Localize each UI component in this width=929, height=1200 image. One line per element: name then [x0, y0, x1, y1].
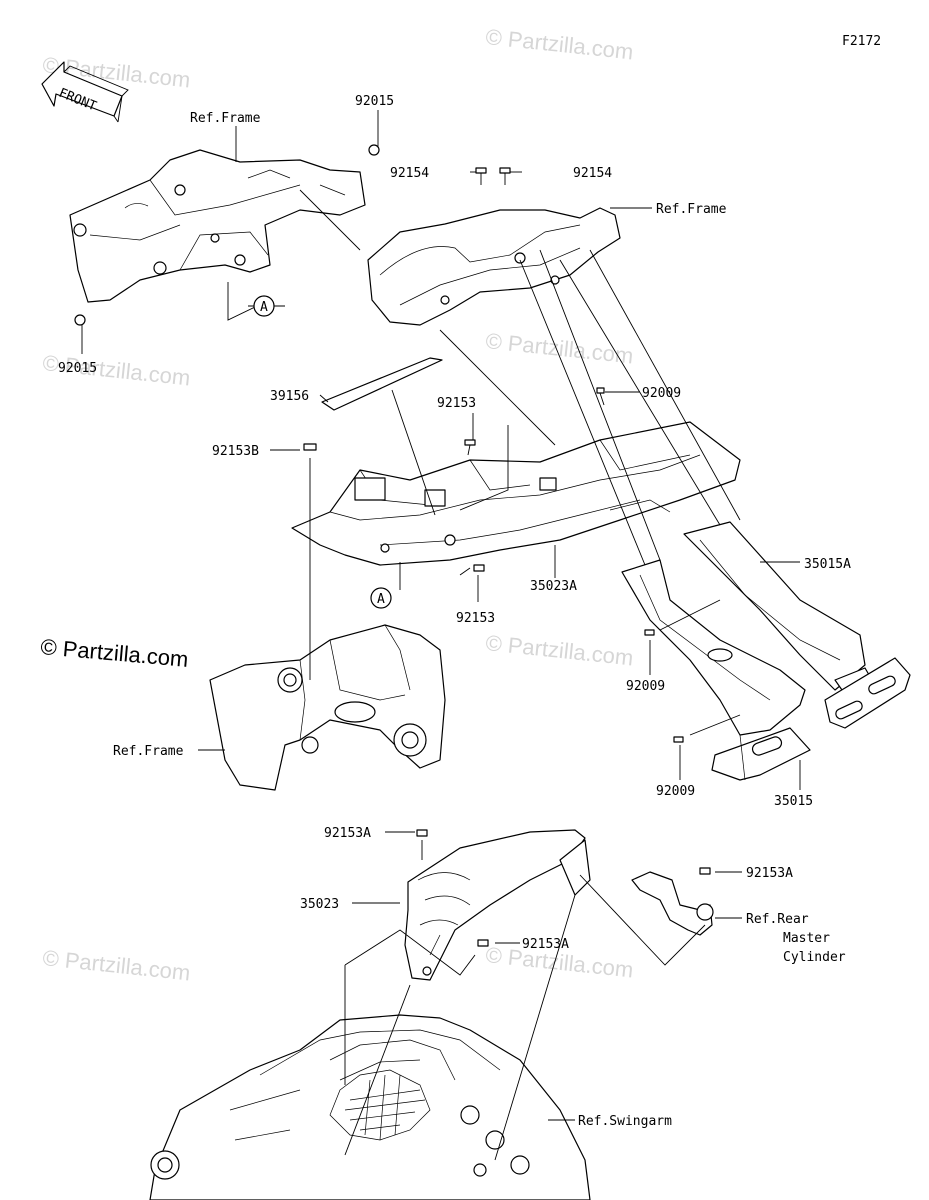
- label-ref-frame-mid: Ref.Frame: [113, 744, 184, 759]
- frame-section-top-left: [69, 149, 366, 303]
- label-ref-swingarm: Ref.Swingarm: [578, 1114, 672, 1129]
- label-92153-top: 92153: [437, 396, 476, 411]
- part-35023a-assembly: [291, 421, 741, 566]
- bolt-icon: [475, 167, 487, 174]
- leader-lines: [81, 110, 801, 1161]
- figure-code: F2172: [842, 34, 881, 49]
- part-labels: Ref.Frame 92015 92015 92154 92154 Ref.Fr…: [58, 94, 851, 1129]
- bolt-icon: [477, 939, 489, 947]
- label-92153a-right: 92153A: [746, 866, 793, 881]
- bolt-icon: [473, 564, 485, 572]
- label-92015-left: 92015: [58, 361, 97, 376]
- label-92153b: 92153B: [212, 444, 259, 459]
- nut-icon: [368, 144, 380, 156]
- label-35023a: 35023A: [530, 579, 577, 594]
- part-35023-fender: [404, 829, 591, 981]
- label-35015a: 35015A: [804, 557, 851, 572]
- label-92009-mid: 92009: [626, 679, 665, 694]
- label-92154-right: 92154: [573, 166, 612, 181]
- label-39156: 39156: [270, 389, 309, 404]
- frame-section-middle: [209, 624, 446, 791]
- label-92015-top: 92015: [355, 94, 394, 109]
- callout-a-bottom: A: [370, 587, 392, 609]
- fasteners: [74, 144, 711, 947]
- part-35015-bracket: [621, 559, 811, 781]
- screw-icon: [596, 387, 605, 394]
- screw-icon: [673, 736, 684, 743]
- watermark: © Partzilla.com: [41, 945, 191, 985]
- bolt-icon: [499, 167, 511, 174]
- rear-master-cylinder: [631, 871, 714, 936]
- label-92153a-mid: 92153A: [522, 937, 569, 952]
- callout-a-top-label: A: [260, 300, 268, 315]
- label-92153a-top: 92153A: [324, 826, 371, 841]
- part-35015a-bracket: [683, 521, 911, 729]
- callout-a-bottom-label: A: [377, 592, 385, 607]
- callout-a-top: A: [253, 295, 275, 317]
- label-ref-rear-master-line2: Master: [783, 931, 830, 946]
- label-92153-bottom: 92153: [456, 611, 495, 626]
- label-35023: 35023: [300, 897, 339, 912]
- bolt-icon: [303, 443, 317, 451]
- watermark: © Partzilla.com: [484, 24, 634, 64]
- bolt-icon: [464, 439, 476, 446]
- label-92154-left: 92154: [390, 166, 429, 181]
- watermark: © Partzilla.com: [484, 328, 634, 368]
- label-92009-top: 92009: [642, 386, 681, 401]
- screw-icon: [644, 629, 655, 636]
- label-ref-frame-top-right: Ref.Frame: [656, 202, 727, 217]
- label-92009-bottom: 92009: [656, 784, 695, 799]
- swingarm: [149, 1014, 591, 1200]
- label-ref-rear-master-line1: Ref.Rear: [746, 912, 809, 927]
- bolt-icon: [416, 829, 428, 837]
- bolt-icon: [699, 867, 711, 875]
- label-ref-frame-top-left: Ref.Frame: [190, 111, 261, 126]
- part-39156-sheet: [321, 357, 443, 411]
- watermark: © Partzilla.com: [484, 630, 634, 670]
- label-ref-rear-master-line3: Cylinder: [783, 950, 846, 965]
- label-35015: 35015: [774, 794, 813, 809]
- main-watermark: © Partzilla.com: [40, 634, 190, 672]
- nut-icon: [74, 314, 86, 326]
- frame-section-top-right: [367, 207, 621, 326]
